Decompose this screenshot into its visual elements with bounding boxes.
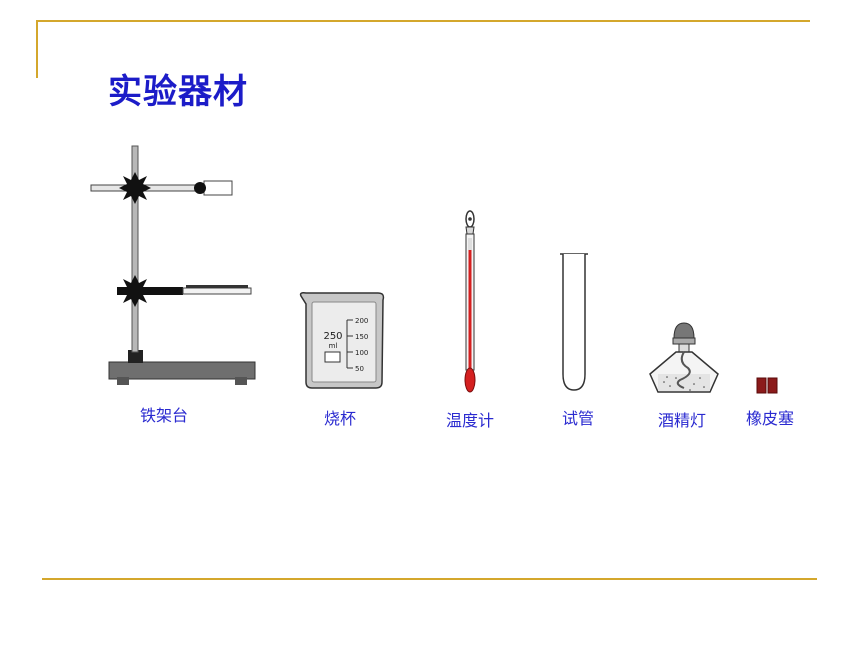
thermometer-label: 温度计 xyxy=(445,411,495,430)
iron-stand-label: 铁架台 xyxy=(139,406,189,425)
bottom-rule xyxy=(42,578,817,580)
alcohol-lamp-image xyxy=(649,322,719,393)
test-tube-image xyxy=(560,253,588,391)
iron-stand-image xyxy=(90,145,256,385)
slide-title: 实验器材 xyxy=(108,72,248,112)
beaker-capacity: 250 xyxy=(323,331,342,342)
beaker-scale-50: 50 xyxy=(355,365,364,373)
test-tube-label: 试管 xyxy=(561,409,595,428)
top-rule xyxy=(36,20,810,22)
beaker-scale-100: 100 xyxy=(355,349,368,357)
beaker-unit: ml xyxy=(329,342,338,350)
thermometer-image xyxy=(464,210,476,393)
alcohol-lamp-label: 酒精灯 xyxy=(657,411,707,430)
rubber-stopper-label: 橡皮塞 xyxy=(745,409,795,428)
left-accent-rule xyxy=(36,20,38,78)
beaker-label: 烧杯 xyxy=(323,409,357,428)
rubber-stopper-image xyxy=(756,377,778,394)
beaker-image: 250 ml 200 150 100 50 xyxy=(299,292,385,389)
beaker-scale-150: 150 xyxy=(355,333,368,341)
beaker-scale-200: 200 xyxy=(355,317,368,325)
